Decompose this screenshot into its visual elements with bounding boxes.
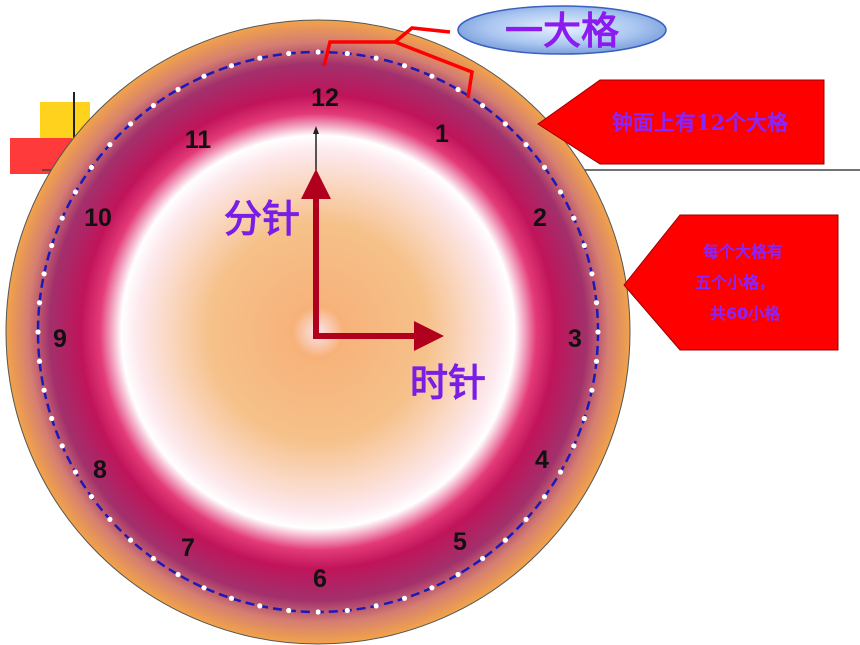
minute-dot (581, 242, 587, 249)
minute-dot (480, 102, 486, 109)
minute-dot (257, 603, 263, 609)
minute-dot (523, 516, 529, 523)
number-1: 1 (435, 120, 449, 148)
minute-dot (455, 86, 461, 93)
number-10: 10 (84, 204, 112, 232)
minute-dot (523, 142, 529, 148)
number-3: 3 (568, 325, 582, 353)
minute-dot (480, 555, 486, 562)
minute-dots (35, 49, 601, 615)
callout-small-line-1: 每个大格有 (703, 242, 783, 261)
minute-dot (429, 585, 435, 591)
minute-dot (150, 102, 156, 109)
number-8: 8 (93, 456, 107, 484)
callout-big-divisions: 钟面上有12个大格 (537, 79, 825, 165)
minute-dot (201, 73, 207, 79)
number-5: 5 (453, 528, 467, 556)
title-text: 一大格 (505, 9, 620, 53)
number-6: 6 (313, 565, 327, 593)
callout-big-divisions-text: 钟面上有12个大格 (612, 110, 789, 135)
minute-dot (257, 55, 263, 61)
minute-dot (557, 189, 564, 195)
minute-dot (401, 63, 408, 69)
minute-dot (286, 607, 292, 614)
minute-dot (429, 73, 435, 79)
minute-dot (593, 300, 600, 306)
minute-dot (593, 358, 600, 364)
callout-small-divisions: 每个大格有 五个小格， 共60小格 (623, 214, 839, 351)
minute-dot (59, 443, 65, 449)
minute-dot (201, 585, 207, 591)
clock-hands (301, 126, 444, 351)
minute-dot (175, 86, 181, 93)
number-11: 11 (185, 126, 212, 154)
minute-dot (59, 215, 65, 221)
minute-dot (571, 443, 577, 449)
number-4: 4 (535, 446, 549, 474)
minute-dot (107, 142, 113, 148)
minute-dot (41, 387, 47, 393)
minute-dot (72, 189, 79, 195)
hour-hand-label: 时针 (410, 361, 486, 405)
minute-dot (315, 49, 321, 55)
title-bubble: 一大格 (457, 5, 667, 55)
minute-dot (571, 215, 577, 221)
minute-dot (595, 329, 601, 335)
minute-dot (228, 63, 235, 69)
minute-hand-label: 分针 (224, 197, 300, 241)
callout-small-line-3: 共60小格 (710, 304, 781, 323)
minute-dot (286, 50, 292, 57)
minute-dot (128, 537, 134, 543)
minute-dot (344, 607, 350, 614)
minute-dot (541, 164, 548, 170)
callout-small-line-2: 五个小格， (695, 273, 775, 292)
minute-dot (589, 387, 595, 393)
minute-dot (107, 516, 113, 523)
minute-dot (88, 494, 95, 500)
hour-numbers: 12 1 2 3 4 5 6 7 8 9 10 11 (53, 84, 582, 593)
minute-dot (455, 571, 461, 578)
minute-dot (150, 555, 156, 562)
number-2: 2 (533, 204, 547, 232)
minute-dot (401, 595, 408, 601)
minute-dot (502, 537, 508, 543)
minute-dot (35, 329, 41, 335)
minute-dot (175, 571, 181, 578)
division-bracket (322, 26, 474, 99)
minute-dot (72, 469, 79, 475)
minute-dot (315, 609, 321, 615)
minute-dot (589, 271, 595, 277)
minute-dot (228, 595, 235, 601)
minute-dot (36, 300, 43, 306)
minute-dot (557, 469, 564, 475)
number-9: 9 (53, 325, 67, 353)
minute-dot (49, 415, 55, 422)
minute-dot (581, 415, 587, 422)
minute-dot (49, 242, 55, 249)
minute-hand-tip-arrow (313, 126, 319, 134)
minute-dot (36, 358, 43, 364)
number-7: 7 (181, 534, 195, 562)
number-12: 12 (311, 84, 339, 112)
minute-dot (41, 271, 47, 277)
minute-dot (373, 55, 379, 61)
minute-dot (88, 164, 95, 170)
minute-dot (344, 50, 350, 57)
minute-dot (128, 121, 134, 127)
minute-dot (373, 603, 379, 609)
minute-dot (541, 494, 548, 500)
minute-dot (502, 121, 508, 127)
